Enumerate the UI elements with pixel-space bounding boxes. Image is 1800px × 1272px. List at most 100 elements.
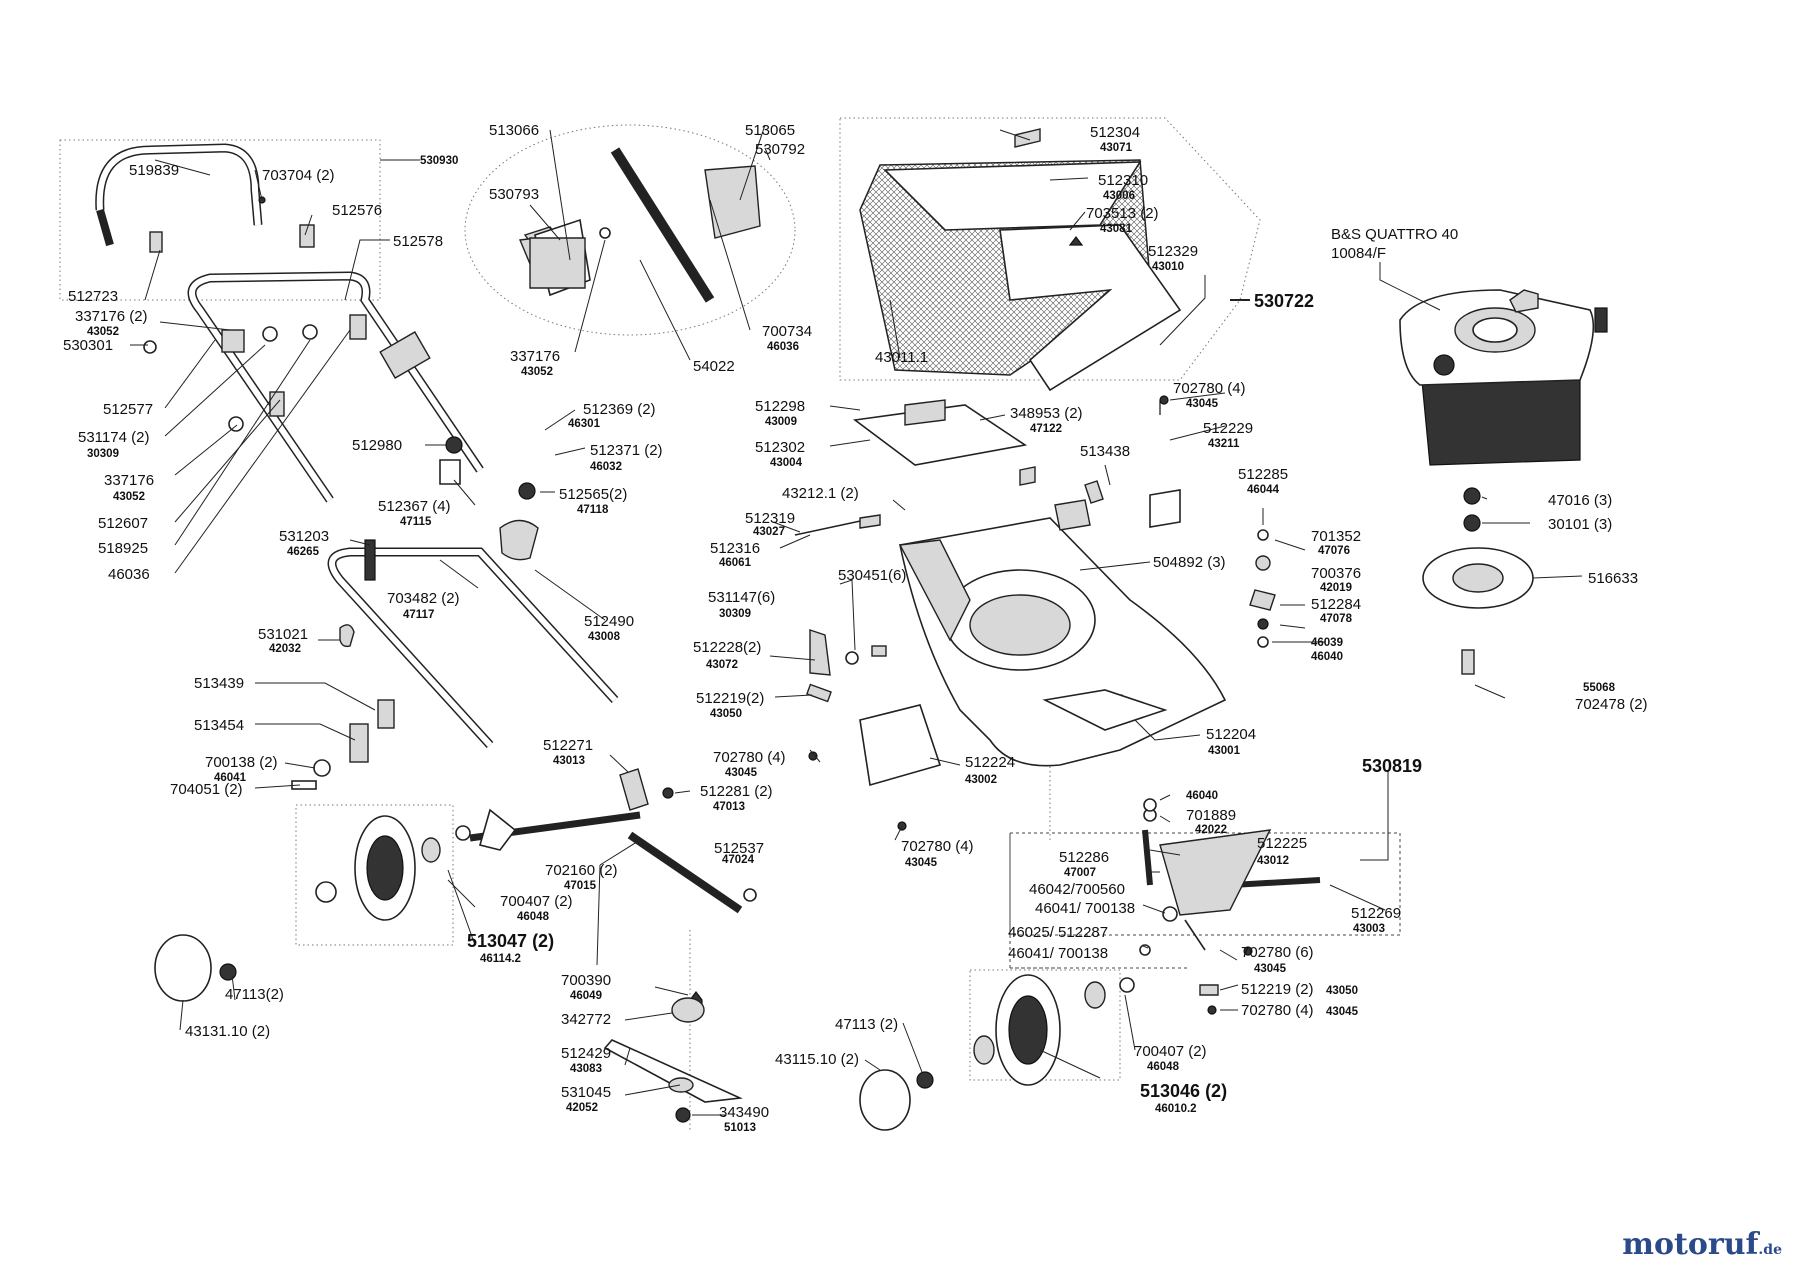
leader-lines: [130, 124, 1583, 1116]
label-43003: 43003: [1353, 923, 1385, 935]
engine: [1399, 289, 1608, 466]
label-512302: 512302: [755, 439, 805, 456]
label-51013: 51013: [724, 1122, 756, 1134]
label-518925: 518925: [98, 540, 148, 557]
label-530930: 530930: [420, 155, 458, 167]
blade-assembly: [603, 991, 743, 1123]
engine-hardware: [1422, 487, 1534, 675]
label-702780-b: 702780 (4): [713, 749, 786, 766]
label-46265: 46265: [287, 546, 320, 558]
label-342772: 342772: [561, 1011, 611, 1028]
label-47007: 47007: [1064, 867, 1096, 879]
label-46041: 46041: [214, 772, 247, 784]
label-512271: 512271: [543, 737, 593, 754]
label-531045: 531045: [561, 1084, 611, 1101]
label-702780-e: 702780 (4): [1241, 1002, 1314, 1019]
label-703513: 703513 (2): [1086, 205, 1159, 222]
label-43010: 43010: [1152, 261, 1184, 273]
label-513065: 513065: [745, 122, 795, 139]
label-700390: 700390: [561, 972, 611, 989]
label-46040-a: 46040: [1311, 651, 1343, 663]
label-700734: 700734: [762, 323, 812, 340]
label-519839: 519839: [129, 162, 179, 179]
label-512228: 512228(2): [693, 639, 761, 656]
label-43083: 43083: [570, 1063, 602, 1075]
label-43011: 43011.1: [875, 349, 928, 366]
upper-handle-assembly: [95, 143, 315, 253]
label-702160: 702160 (2): [545, 862, 618, 879]
label-337176-b: 337176: [104, 472, 154, 489]
label-530792: 530792: [755, 141, 805, 158]
label-703704: 703704 (2): [262, 167, 335, 184]
label-47113-b: 47113 (2): [835, 1016, 898, 1033]
label-43115: 43115.10 (2): [775, 1051, 859, 1068]
label-702780-c: 702780 (4): [901, 838, 974, 855]
label-47115: 47115: [400, 516, 432, 528]
label-512298: 512298: [755, 398, 805, 415]
part-labels: 530930 519839 703704 (2) 512576 512723 5…: [63, 122, 1648, 1134]
label-512576: 512576: [332, 202, 382, 219]
label-531174: 531174 (2): [78, 429, 149, 446]
label-46301: 46301: [568, 418, 601, 430]
label-46041-700138-b: 46041/ 700138: [1008, 945, 1108, 962]
label-512204: 512204: [1206, 726, 1256, 743]
label-43002: 43002: [965, 774, 997, 786]
label-43050-a: 43050: [710, 708, 742, 720]
logo-main: motoruf: [1622, 1227, 1759, 1262]
label-46040-b: 46040: [1186, 790, 1218, 802]
front-axle-assembly: [1139, 798, 1321, 1015]
label-46041-700138-a: 46041/ 700138: [1035, 900, 1135, 917]
label-54022: 54022: [693, 358, 735, 375]
label-42032: 42032: [269, 643, 301, 655]
label-43071: 43071: [1100, 142, 1133, 154]
label-512577: 512577: [103, 401, 153, 418]
label-512304: 512304: [1090, 124, 1140, 141]
label-43052-a: 43052: [87, 326, 119, 338]
label-512369: 512369 (2): [583, 401, 656, 418]
label-55068: 55068: [1583, 682, 1616, 694]
label-30101: 30101 (3): [1548, 516, 1612, 533]
motoruf-logo[interactable]: motoruf.de: [1622, 1227, 1782, 1262]
label-43052-c: 43052: [521, 366, 553, 378]
label-46048-a: 46048: [517, 911, 550, 923]
label-30309-b: 30309: [719, 608, 751, 620]
label-43212: 43212.1 (2): [782, 485, 859, 502]
label-46025-512287: 46025/ 512287: [1008, 924, 1108, 941]
label-530722: 530722: [1254, 291, 1314, 311]
label-700407-b: 700407 (2): [1134, 1043, 1207, 1060]
label-704051: 704051 (2): [170, 781, 243, 798]
label-348953: 348953 (2): [1010, 405, 1083, 422]
hub-caps: [154, 934, 934, 1131]
label-46042-700560: 46042/700560: [1029, 881, 1125, 898]
label-43045-a: 43045: [1186, 398, 1219, 410]
label-337176-c: 337176: [510, 348, 560, 365]
label-512225: 512225: [1257, 835, 1307, 852]
label-531203: 531203: [279, 528, 329, 545]
label-42019: 42019: [1320, 582, 1352, 594]
label-530451: 530451(6): [838, 567, 906, 584]
label-43081: 43081: [1100, 223, 1133, 235]
label-512429: 512429: [561, 1045, 611, 1062]
label-47024: 47024: [722, 854, 755, 866]
label-513438: 513438: [1080, 443, 1130, 460]
label-46048-b: 46048: [1147, 1061, 1180, 1073]
label-47078: 47078: [1320, 613, 1353, 625]
label-43045-b: 43045: [725, 767, 758, 779]
label-46010: 46010.2: [1155, 1103, 1197, 1115]
logo-tld: .de: [1758, 1242, 1782, 1258]
label-700138: 700138 (2): [205, 754, 278, 771]
label-512281: 512281 (2): [700, 783, 773, 800]
label-46036: 46036: [108, 566, 150, 583]
label-512371: 512371 (2): [590, 442, 663, 459]
label-46049: 46049: [570, 990, 602, 1002]
label-47122: 47122: [1030, 423, 1062, 435]
label-703482: 703482 (2): [387, 590, 460, 607]
label-513066: 513066: [489, 122, 539, 139]
label-47076: 47076: [1318, 545, 1350, 557]
label-43050-b: 43050: [1326, 985, 1358, 997]
label-512329: 512329: [1148, 243, 1198, 260]
label-512285: 512285: [1238, 466, 1288, 483]
label-43045-d: 43045: [1254, 963, 1287, 975]
label-43072: 43072: [706, 659, 738, 671]
